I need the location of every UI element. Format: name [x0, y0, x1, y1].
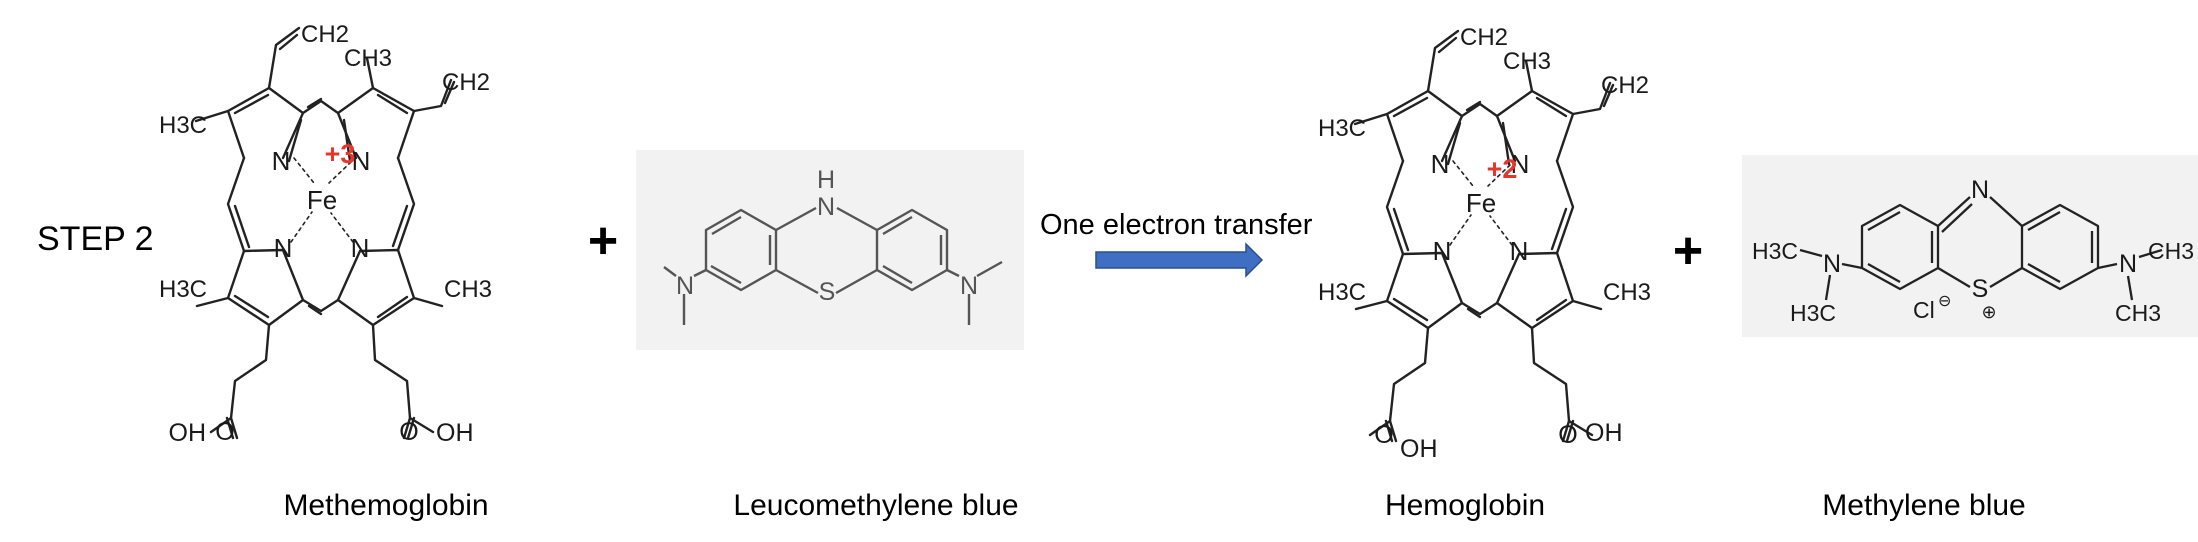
hydroxyl-label: OH: [1400, 435, 1438, 463]
vinyl-label: CH2: [1601, 72, 1649, 99]
chloride-label: Cl: [1913, 297, 1935, 323]
methylene-blue-label: Methylene blue: [1822, 489, 2025, 522]
nitrogen-label: N: [676, 272, 694, 300]
sulfur-label: S: [1972, 275, 1989, 303]
methyl-left-label: H3C: [159, 276, 207, 303]
vinyl-label: CH2: [442, 69, 490, 96]
leucomethylene-blue-label: Leucomethylene blue: [733, 489, 1018, 522]
nitrogen-label: N: [1510, 236, 1529, 266]
arrow-label: One electron transfer: [1040, 209, 1313, 241]
methyl-label: CH3: [2148, 238, 2194, 264]
methylene-blue-structure: N S ⊕ Cl ⊖ N N H3C H3C CH3 CH3: [1742, 155, 2198, 337]
structure-panel: [636, 150, 1024, 350]
step-label: STEP 2: [37, 220, 154, 258]
methyl-label: CH3: [1503, 48, 1551, 75]
hydroxyl-label: OH: [1585, 419, 1623, 447]
vinyl-label: CH2: [301, 21, 349, 48]
nitrogen-label: N: [1971, 176, 1989, 204]
nitrogen-label: N: [272, 146, 291, 176]
hydroxyl-label: OH: [436, 419, 474, 447]
iron-label: Fe: [1466, 188, 1496, 218]
leucomethylene-blue-structure: H N S N N: [636, 150, 1024, 350]
methylene-atom-labels: N S ⊕ Cl ⊖ N N H3C H3C CH3 CH3: [1752, 176, 2194, 326]
nitrogen-label: N: [274, 233, 293, 263]
hemoglobin-label: Hemoglobin: [1385, 489, 1545, 522]
chloride-charge-label: ⊖: [1938, 293, 1951, 310]
methyl-label: CH3: [2115, 300, 2161, 326]
methemoglobin-label: Methemoglobin: [283, 489, 488, 522]
methyl-left-label: H3C: [159, 112, 207, 139]
methyl-left-label: H3C: [1790, 300, 1836, 326]
methyl-label: CH3: [344, 45, 392, 72]
nitrogen-label: N: [960, 272, 978, 300]
oxidation-state-badge: +3: [325, 139, 356, 169]
nitrogen-label: N: [351, 233, 370, 263]
nh-hydrogen-label: H: [817, 166, 835, 194]
oxygen-label: O: [1374, 421, 1393, 449]
methemoglobin-atom-labels: CH2 CH3 CH2 H3C H3C CH3 N N N N Fe +3 O …: [159, 21, 492, 447]
oxygen-label: O: [215, 418, 234, 446]
nitrogen-label: N: [1431, 149, 1450, 179]
methyl-left-label: H3C: [1318, 279, 1366, 306]
plus-sign: +: [1673, 222, 1703, 280]
nitrogen-label: N: [817, 193, 835, 221]
oxygen-label: O: [399, 418, 418, 446]
nitrogen-label: N: [352, 146, 371, 176]
hydroxyl-label: OH: [169, 419, 207, 447]
methyl-label: CH3: [444, 276, 492, 303]
methemoglobin-structure: CH2 CH3 CH2 H3C H3C CH3 N N N N Fe +3 O …: [159, 21, 492, 447]
plus-sign: +: [588, 212, 618, 270]
nitrogen-label: N: [1433, 236, 1452, 266]
methyl-left-label: H3C: [1318, 115, 1366, 142]
oxidation-state-badge: +2: [1487, 154, 1518, 184]
hemoglobin-structure: CH2 CH3 CH2 H3C H3C CH3 N N N N Fe +2 O …: [1318, 24, 1651, 463]
sulfur-label: S: [819, 278, 836, 306]
oxygen-label: O: [1558, 421, 1577, 449]
leucomethylene-atom-labels: H N S N N: [676, 166, 978, 306]
iron-label: Fe: [307, 185, 337, 215]
hemoglobin-atom-labels: CH2 CH3 CH2 H3C H3C CH3 N N N N Fe +2 O …: [1318, 24, 1651, 463]
nitrogen-label: N: [1511, 149, 1530, 179]
methyl-left-label: H3C: [1752, 238, 1798, 264]
nitrogen-label: N: [1823, 250, 1841, 278]
sulfonium-charge-label: ⊕: [1981, 302, 1996, 322]
nitrogen-label: N: [2119, 250, 2137, 278]
structure-panel: [1742, 155, 2198, 337]
reaction-arrow: [1095, 242, 1264, 278]
vinyl-label: CH2: [1460, 24, 1508, 51]
methyl-label: CH3: [1603, 279, 1651, 306]
